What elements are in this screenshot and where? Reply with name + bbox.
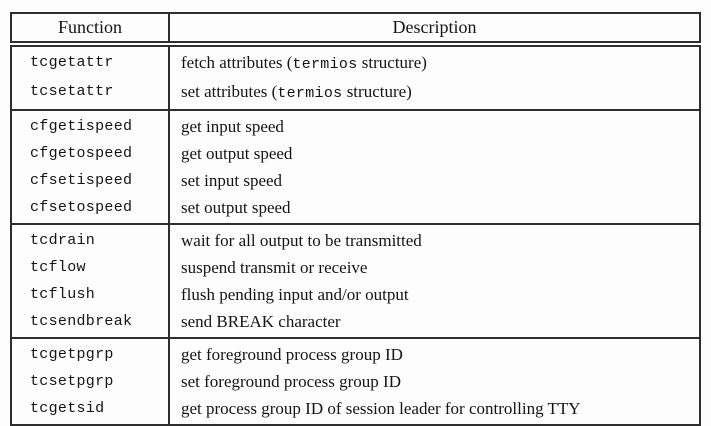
table-row: tcdrain wait for all output to be transm… [11, 224, 700, 254]
function-name: tcsetpgrp [11, 368, 170, 395]
function-description: wait for all output to be transmitted [181, 231, 422, 250]
function-description: get input speed [181, 117, 284, 136]
table-row: cfgetospeed get output speed [11, 140, 700, 167]
function-description: get process group ID of session leader f… [181, 399, 581, 418]
table-row: tcsendbreak send BREAK character [11, 308, 700, 338]
baud-rate-functions-group: cfgetispeed get input speed cfgetospeed … [11, 110, 700, 224]
table-row: tcgetattr fetch attributes (termios stru… [11, 44, 700, 78]
table-row: tcgetsid get process group ID of session… [11, 395, 700, 425]
function-name: tcflow [11, 254, 170, 281]
function-description: suspend transmit or receive [181, 258, 368, 277]
table-row: cfsetospeed set output speed [11, 194, 700, 224]
function-name: cfsetispeed [11, 167, 170, 194]
description-text: set attributes ( [181, 82, 278, 101]
function-description: set input speed [181, 171, 283, 190]
table-row: tcgetpgrp get foreground process group I… [11, 338, 700, 368]
function-description: set output speed [181, 198, 291, 217]
process-group-functions-group: tcgetpgrp get foreground process group I… [11, 338, 700, 425]
function-name: tcgetattr [11, 44, 170, 78]
description-text: structure) [357, 53, 427, 72]
function-name: cfgetospeed [11, 140, 170, 167]
inline-code: termios [292, 56, 358, 73]
function-column-header: Function [11, 13, 170, 47]
function-description: send BREAK character [181, 312, 341, 331]
table-row: tcsetattr set attributes (termios struct… [11, 78, 700, 110]
function-description: get foreground process group ID [181, 345, 403, 364]
terminal-io-functions-table: Function Description tcgetattr fetch att… [10, 12, 701, 426]
table-row: cfgetispeed get input speed [11, 110, 700, 140]
table-header: Function Description [11, 13, 700, 47]
function-description: fetch attributes (termios structure) [169, 44, 700, 78]
table-row: tcsetpgrp set foreground process group I… [11, 368, 700, 395]
line-control-functions-group: tcdrain wait for all output to be transm… [11, 224, 700, 338]
table-row: tcflush flush pending input and/or outpu… [11, 281, 700, 308]
function-name: tcgetsid [11, 395, 170, 425]
table-row: cfsetispeed set input speed [11, 167, 700, 194]
function-description: flush pending input and/or output [181, 285, 409, 304]
function-name: cfsetospeed [11, 194, 170, 224]
attribute-functions-group: tcgetattr fetch attributes (termios stru… [11, 44, 700, 110]
function-name: tcflush [11, 281, 170, 308]
description-column-header: Description [169, 13, 700, 47]
function-name: tcdrain [11, 224, 170, 254]
description-text: fetch attributes ( [181, 53, 293, 72]
description-text: structure) [342, 82, 412, 101]
function-description: set attributes (termios structure) [169, 78, 700, 110]
function-name: cfgetispeed [11, 110, 170, 140]
function-description: set foreground process group ID [181, 372, 401, 391]
function-name: tcsendbreak [11, 308, 170, 338]
table-row: tcflow suspend transmit or receive [11, 254, 700, 281]
inline-code: termios [277, 85, 343, 102]
function-name: tcsetattr [11, 78, 170, 110]
function-name: tcgetpgrp [11, 338, 170, 368]
function-description: get output speed [181, 144, 293, 163]
header-row: Function Description [11, 13, 700, 47]
